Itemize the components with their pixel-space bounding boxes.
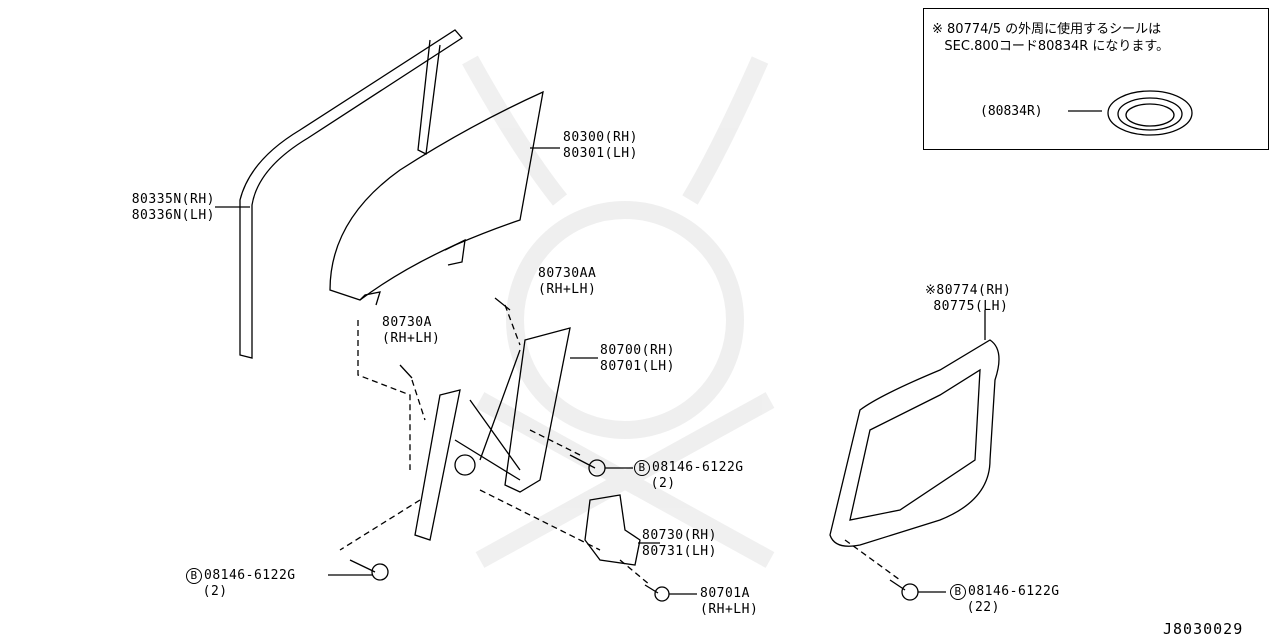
callout-regulator[interactable]: 80700(RH) 80701(LH) bbox=[600, 343, 675, 374]
b-symbol-icon: B bbox=[186, 568, 202, 584]
callout-bolt-motor[interactable]: 80701A (RH+LH) bbox=[700, 586, 759, 617]
door-glass bbox=[329, 90, 544, 301]
run-channel bbox=[239, 29, 463, 359]
bolt-icons bbox=[349, 297, 919, 602]
callout-motor[interactable]: 80730(RH) 80731(LH) bbox=[642, 528, 717, 559]
note-line-1: ※ 80774/5 の外周に使用するシールは bbox=[932, 22, 1162, 37]
note-box: ※ 80774/5 の外周に使用するシールは SEC.800コード80834R … bbox=[923, 8, 1269, 150]
seal-part-label: (80834R) bbox=[980, 104, 1043, 119]
callout-bolt-left[interactable]: 80730A (RH+LH) bbox=[382, 315, 441, 346]
note-line-2: SEC.800コード80834R になります。 bbox=[944, 39, 1170, 54]
window-regulator bbox=[414, 327, 571, 541]
diagram-id: J8030029 bbox=[1163, 620, 1244, 638]
b-symbol-icon: B bbox=[634, 460, 650, 476]
callout-panel[interactable]: ※80774(RH) 80775(LH) bbox=[925, 283, 1012, 314]
b-symbol-icon: B bbox=[950, 584, 966, 600]
watermark-logo bbox=[462, 55, 775, 568]
callout-bolt-upper[interactable]: 80730AA (RH+LH) bbox=[538, 266, 597, 297]
door-panel-seal bbox=[829, 339, 1000, 547]
callout-glass[interactable]: 80300(RH) 80301(LH) bbox=[563, 130, 638, 161]
callout-run-channel[interactable]: 80335N(RH) 80336N(LH) bbox=[131, 192, 215, 223]
regulator-motor bbox=[584, 494, 641, 566]
note-text: ※ 80774/5 の外周に使用するシールは SEC.800コード80834R … bbox=[932, 21, 1169, 55]
